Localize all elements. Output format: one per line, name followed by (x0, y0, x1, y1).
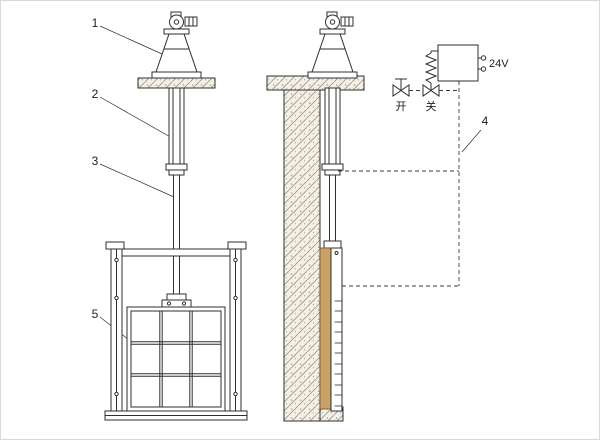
valve-open-icon (392, 78, 410, 97)
actuator-cone (311, 33, 354, 73)
wall-section (283, 89, 321, 422)
valve-close-label: 关 (426, 99, 437, 113)
actuator-side (307, 11, 358, 79)
stem-side (321, 87, 344, 249)
front-view (99, 11, 248, 421)
seal-strip (319, 247, 332, 410)
terminal-24v (478, 55, 487, 72)
voltage-label: 24V (489, 58, 509, 70)
actuator-cone (155, 33, 198, 73)
control-wires (338, 81, 460, 287)
callout-4: 4 (482, 114, 489, 128)
actuator-front (151, 11, 202, 79)
callout-3: 3 (92, 154, 99, 168)
callout-1: 1 (92, 16, 99, 30)
gate-plate-side (330, 247, 343, 412)
callout-4-leader (461, 129, 482, 153)
stem-lower-front (161, 174, 192, 308)
stem-upper-front (165, 87, 188, 176)
control-box (437, 44, 479, 82)
gate-rib-ticks (334, 300, 342, 407)
side-view (266, 11, 365, 422)
electrical-schematic (338, 44, 487, 287)
callout-2: 2 (92, 87, 99, 101)
mounting-plate (137, 77, 216, 89)
spring-icon (424, 51, 438, 84)
valve-open-label: 开 (396, 101, 407, 113)
valve-close-icon (422, 84, 440, 97)
gate-frame (104, 241, 248, 421)
gate-grid (126, 306, 226, 412)
labels: 1 2 3 5 4 开 关 24V (92, 16, 510, 321)
callout-5: 5 (92, 307, 99, 321)
